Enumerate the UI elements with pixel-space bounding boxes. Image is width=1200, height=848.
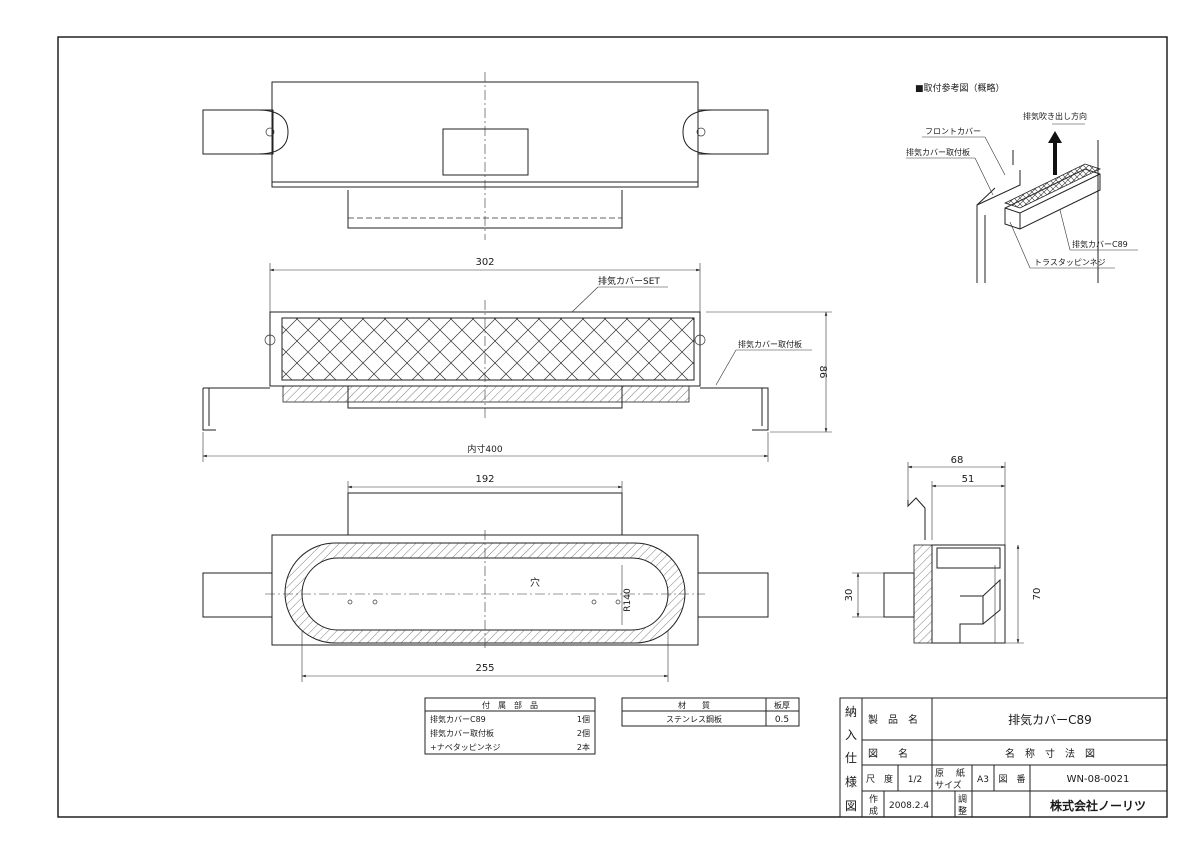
company-name: 株式会社ノーリツ [1050,798,1146,813]
thickness-header: 板厚 [774,700,790,710]
set-label: 排気カバーSET [598,275,660,287]
dim-86: 86 [817,366,828,379]
side-label-5: 図 [845,799,857,813]
mount-plate-label: 排気カバー取付板 [906,147,970,157]
parts-row-1-qty: 1個 [577,714,590,724]
scale-label: 尺 度 [866,773,893,785]
paper-label-1: 原 [935,768,944,779]
scale-value: 1/2 [908,775,922,785]
plate-label: 排気カバー取付板 [738,339,802,349]
material-value: ステンレス鋼板 [666,714,722,724]
made-date: 2008.2.4 [889,801,929,811]
parts-row-2-name: 排気カバー取付板 [430,728,494,738]
side-view: 68 51 30 70 [844,455,1043,644]
number-label: 図 番 [998,773,1025,785]
sheet-border [57,36,1168,818]
made-label-1: 作 [869,793,878,805]
side-label-1: 納 [845,705,857,719]
reference-title: ■取付参考図（概略） [915,82,1005,94]
exhaust-direction-label: 排気吹き出し方向 [1023,111,1087,121]
parts-header: 付 属 部 品 [482,700,538,710]
dim-255: 255 [475,663,494,674]
dim-68: 68 [951,455,964,466]
dim-192: 192 [475,474,494,485]
title-block: 納 入 仕 様 図 製 品 名 排気カバーC89 図 名 名 称 寸 法 図 尺… [839,697,1168,818]
middle-view: 302 排気カバーSET 排気カバー取付板 86 内寸400 [202,257,832,462]
product-name: 排気カバーC89 [1008,712,1092,727]
drawing-number: WN-08-0021 [1067,774,1130,785]
material-header: 材 質 [678,700,710,710]
dim-302: 302 [475,257,494,268]
screw-label: トラスタッピンネジ [1034,258,1106,267]
made-label-2: 成 [869,805,878,817]
dim-inner-400: 内寸400 [467,443,502,455]
parts-row-3-name: +ナベタッピンネジ [430,743,501,752]
adjust-label-1: 調 [958,793,967,805]
drawing-label: 図 名 [868,747,908,760]
side-label-3: 仕 [845,751,857,765]
exhaust-arrow-icon [1048,131,1062,175]
cover-c89-label: 排気カバーC89 [1072,239,1128,249]
product-label: 製 品 名 [868,713,918,726]
parts-row-2-qty: 2個 [577,728,590,738]
dim-30: 30 [844,589,855,602]
parts-row-3-qty: 2本 [577,742,590,752]
hole-label: 穴 [530,576,540,589]
adjust-label-2: 整 [958,805,967,817]
reference-view: ■取付参考図（概略） 排気吹き出し方向 フロントカバー 排気カバー取付板 排気カ… [906,82,1138,283]
thickness-value: 0.5 [775,715,789,725]
front-cover-label: フロントカバー [925,127,981,136]
side-label-4: 様 [845,775,857,789]
parts-row-1-name: 排気カバーC89 [430,714,486,724]
paper-value: A3 [977,775,989,785]
material-table: 材 質 板厚 ステンレス鋼板 0.5 [621,697,800,727]
dim-51: 51 [962,474,975,485]
bottom-view: 192 穴 R140 255 [202,474,769,682]
parts-table: 付 属 部 品 排気カバーC89 1個 排気カバー取付板 2個 +ナベタッピンネ… [424,697,596,755]
hole-dim-r140: R140 [623,588,633,612]
paper-label-2: 紙 [956,767,965,779]
side-label-2: 入 [845,728,857,742]
top-view [202,72,769,240]
dim-70: 70 [1032,588,1043,601]
paper-label-3: サイズ [935,779,962,791]
drawing-name: 名 称 寸 法 図 [1005,747,1095,760]
